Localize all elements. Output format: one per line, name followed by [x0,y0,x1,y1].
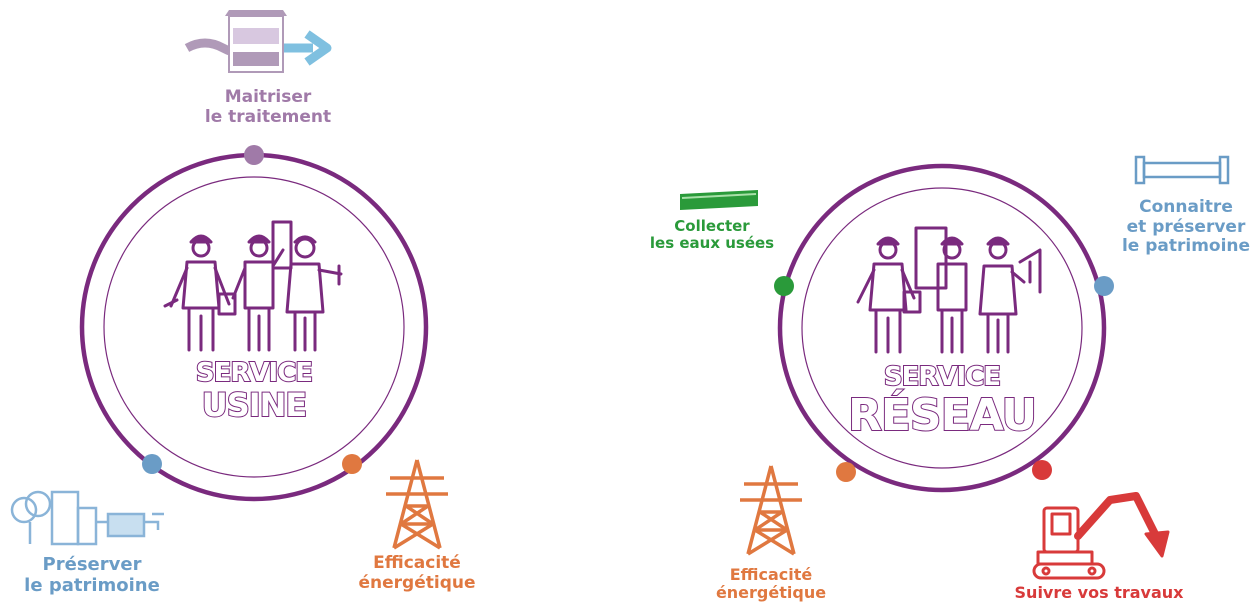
usine-ring [79,145,429,502]
service-reseau-title: SERVICE RÉSEAU [847,361,1038,442]
label-connaitre-patrimoine: Connaitre et préserver le patrimoine [1121,197,1251,257]
label-preserver-patrimoine: Préserver le patrimoine [24,554,160,596]
reseau-ring [774,163,1114,493]
dot-bottom-left [142,454,162,474]
excavator-icon [1032,492,1170,580]
dot-right [1094,276,1114,296]
infrastructure-icon [10,490,164,546]
power-pylon-icon [740,465,802,556]
pipe-icon [1134,155,1230,185]
dot-bottom-left [836,462,856,482]
label-collecter-eaux: Collecter les eaux usées [649,217,775,253]
water-treatment-icon [184,10,332,73]
label-efficacite-usine: Efficacité énergétique [358,553,476,593]
sewer-channel-icon [680,190,758,210]
dot-left [774,276,794,296]
service-usine-title: SERVICE USINE [195,357,314,425]
workers-icon [163,220,343,352]
label-suivre-travaux: Suivre vos travaux [1014,583,1184,602]
power-pylon-icon [386,459,448,550]
dot-top [244,145,264,165]
dot-bottom-right [342,454,362,474]
label-efficacite-reseau: Efficacité énergétique [715,565,827,603]
label-maitriser-traitement: Maitriser le traitement [204,87,332,127]
dot-bottom-right [1032,460,1052,480]
service-reseau-panel: Collecter les eaux usées Connaitre et pr… [620,0,1256,605]
workers-icon [856,226,1042,354]
service-usine-panel: Maitriser le traitement SERVIC [0,0,600,605]
